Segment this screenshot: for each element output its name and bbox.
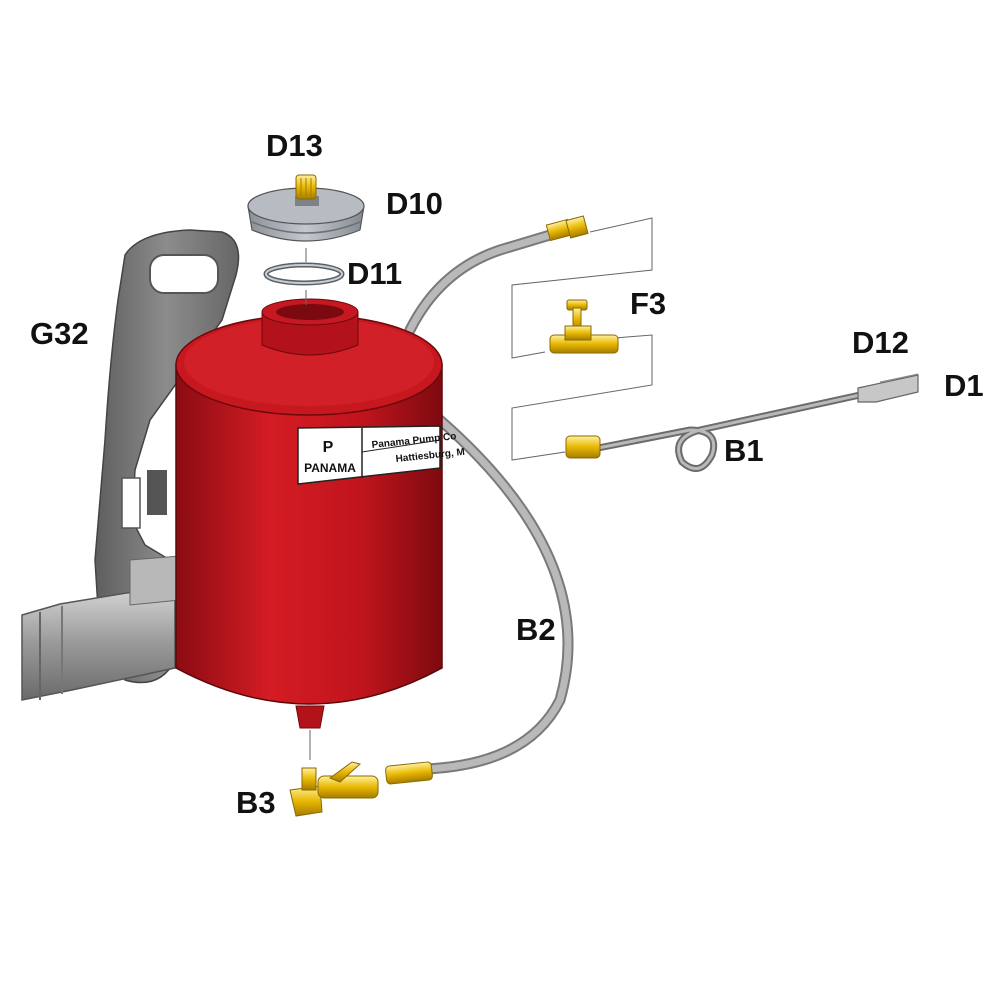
callout-b2: B2 <box>516 612 556 647</box>
callout-d11: D11 <box>347 256 403 291</box>
wand-fitting <box>565 435 601 459</box>
tank-opening <box>276 304 344 320</box>
callout-d13: D13 <box>266 128 323 163</box>
hose-fitting-upper <box>545 215 589 242</box>
callout-f3: F3 <box>630 286 667 321</box>
spray-wand <box>565 391 864 473</box>
callout-d10: D10 <box>386 186 443 221</box>
shutoff-valve <box>289 761 433 817</box>
spray-nozzle <box>857 373 919 403</box>
hose-upper-outline <box>404 226 566 336</box>
hose-b2 <box>391 416 572 776</box>
callout-d1: D1 <box>944 368 984 403</box>
callout-b1: B1 <box>724 433 764 468</box>
cap <box>247 187 365 242</box>
callout-b3: B3 <box>236 785 276 820</box>
tank-top <box>184 318 434 406</box>
cap-knob <box>295 174 317 200</box>
callout-g32: G32 <box>30 316 89 351</box>
callout-d12: D12 <box>852 325 909 360</box>
label-logo-letter: P <box>323 439 334 456</box>
sprayer-tank <box>175 298 443 729</box>
o-ring-highlight <box>265 264 343 284</box>
hose-upper <box>406 228 564 334</box>
belt-clip <box>21 555 181 701</box>
frame-slot <box>121 477 141 529</box>
needle-valve <box>549 299 619 354</box>
label-brand: PANAMA <box>304 461 356 475</box>
valve-lever <box>328 761 362 783</box>
frame-handle-slot <box>149 254 219 294</box>
frame-rib <box>147 470 167 515</box>
